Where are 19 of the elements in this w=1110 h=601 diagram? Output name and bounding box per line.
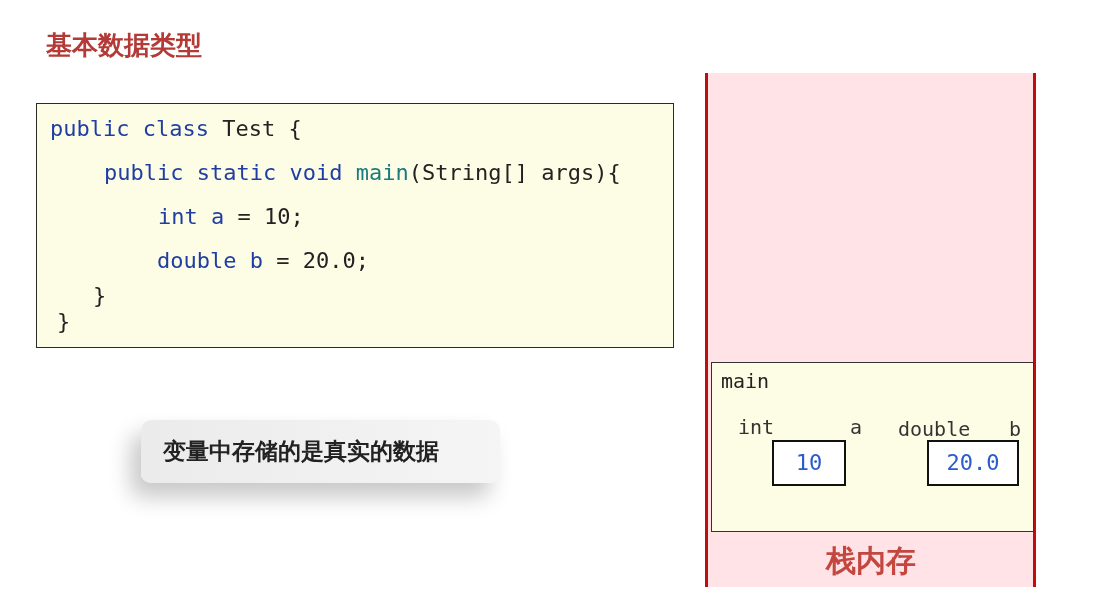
code-line: public static void main(String[] args){ — [104, 159, 621, 187]
variable-name: a — [850, 415, 863, 439]
type-label: double — [898, 417, 971, 441]
frame-label: main — [721, 368, 770, 394]
code-line: public class Test { — [50, 115, 302, 143]
stack-label: 栈内存 — [825, 543, 916, 579]
code-line: int a = 10; — [158, 203, 304, 231]
code-line: } — [93, 282, 107, 310]
stack-frame — [711, 362, 1034, 532]
code-box — [36, 103, 674, 348]
code-line: double b = 20.0; — [157, 247, 369, 275]
stack-memory-panel — [705, 73, 1036, 587]
value-box: 10 — [772, 440, 846, 486]
type-label: int — [738, 415, 775, 439]
value-box: 20.0 — [927, 440, 1019, 486]
code-line: } — [57, 308, 71, 336]
title: 基本数据类型 — [46, 29, 202, 61]
variable-name: b — [1009, 417, 1022, 441]
note-card: 变量中存储的是真实的数据 — [141, 420, 500, 483]
